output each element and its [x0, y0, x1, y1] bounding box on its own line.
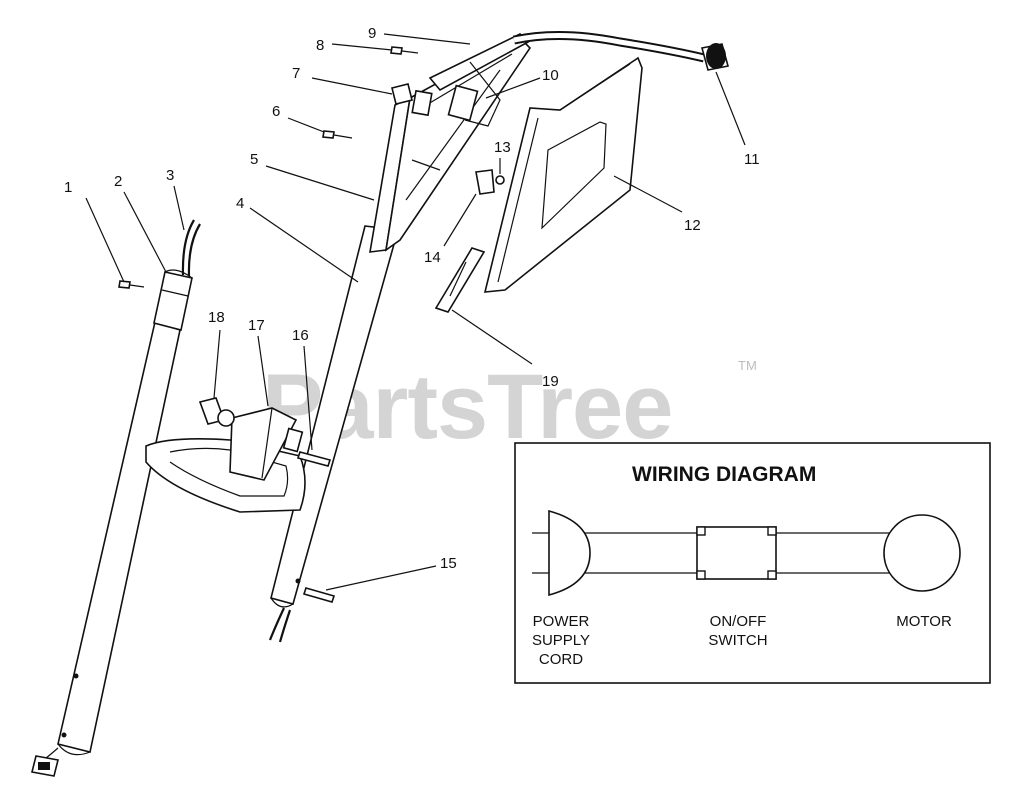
callout-17: 17	[248, 317, 265, 334]
callout-5: 5	[250, 151, 258, 168]
callout-3: 3	[166, 167, 174, 184]
motor-label: MOTOR	[896, 613, 952, 630]
grip-19	[434, 247, 486, 313]
callout-19: 19	[542, 373, 559, 390]
screw-1	[118, 280, 145, 289]
leader-lines	[85, 33, 746, 591]
callout-16: 16	[292, 327, 309, 344]
screw-6	[322, 130, 353, 139]
plug-connector	[31, 747, 59, 777]
callout-15: 15	[440, 555, 457, 572]
side-handle-clamp	[229, 407, 304, 481]
power-cord	[513, 30, 729, 71]
power-supply-cord-label-3: CORD	[539, 651, 583, 668]
callout-7: 7	[292, 65, 300, 82]
switch-body	[411, 84, 479, 122]
screw-8	[390, 46, 419, 55]
power-supply-cord-symbol	[548, 509, 591, 597]
callout-13: 13	[494, 139, 511, 156]
wiring-diagram: WIRING DIAGRAM POWER SUPPLY CORD ON/OFF …	[514, 442, 991, 684]
lower-handle-tube	[57, 319, 181, 756]
wire-lead-top	[181, 219, 201, 277]
knob-18	[198, 397, 235, 427]
callout-6: 6	[272, 103, 280, 120]
callout-14: 14	[424, 249, 441, 266]
bolt-15	[302, 587, 336, 603]
callout-11: 11	[744, 151, 760, 168]
callout-12: 12	[684, 217, 701, 234]
callout-9: 9	[368, 25, 376, 42]
callout-8: 8	[316, 37, 324, 54]
on-off-switch-symbol	[696, 526, 777, 580]
tube-connector-sleeve	[153, 269, 193, 331]
bolt-16	[296, 451, 332, 467]
watermark-trademark: TM	[738, 358, 757, 373]
callout-1: 1	[64, 179, 72, 196]
callout-10: 10	[542, 67, 559, 84]
callout-18: 18	[208, 309, 225, 326]
on-off-switch-label-2: SWITCH	[708, 632, 767, 649]
motor-symbol	[883, 514, 961, 592]
part-callouts: 1 2 3 4 5 6 7 8 9 10 11 12 13 14 15 16 1…	[64, 25, 760, 572]
callout-2: 2	[114, 173, 122, 190]
power-supply-cord-label-1: POWER	[533, 613, 590, 630]
callout-4: 4	[236, 195, 244, 212]
on-off-switch-label-1: ON/OFF	[710, 613, 767, 630]
bag-frame	[483, 56, 643, 293]
cord-retainer	[391, 83, 413, 105]
clip-13	[475, 169, 505, 195]
wiring-diagram-title: WIRING DIAGRAM	[632, 463, 816, 486]
power-supply-cord-label-2: SUPPLY	[532, 632, 590, 649]
